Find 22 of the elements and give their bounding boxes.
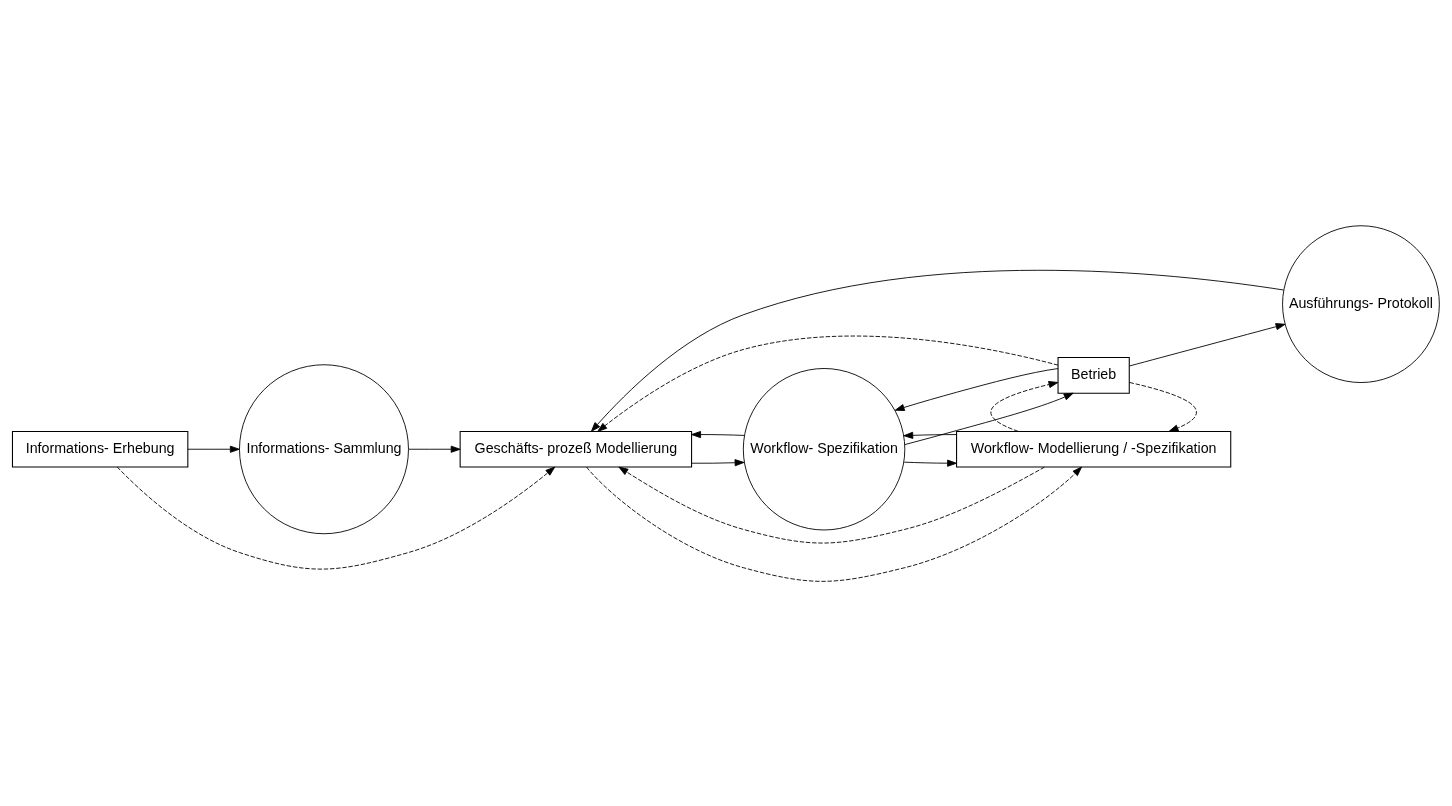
arrow [187, 445, 240, 453]
node-box: Informations- Erhebung [11, 430, 189, 468]
arrow [894, 367, 1059, 411]
arrow [691, 458, 745, 466]
arrow [618, 466, 1045, 543]
arrow [590, 269, 1285, 432]
node-box: Betrieb [1057, 356, 1130, 394]
arrow [691, 430, 745, 438]
arrow [1128, 381, 1197, 432]
arrow [904, 392, 1074, 445]
arrow [903, 459, 957, 467]
arrow [116, 466, 556, 570]
node-circle: Ausführungs- Protokoll [1282, 224, 1440, 383]
arrow [597, 335, 1059, 432]
arrow [408, 445, 461, 453]
node-circle: Informations- Sammlung [239, 363, 409, 534]
arrow [990, 380, 1059, 432]
arrow [586, 466, 1082, 582]
arrow [903, 431, 957, 439]
arrow [1129, 322, 1286, 366]
node-box: Geschäfts- prozeß Modellierung [459, 430, 693, 468]
node-box: Workflow- Modellierung / -Spezifikation [956, 430, 1232, 468]
